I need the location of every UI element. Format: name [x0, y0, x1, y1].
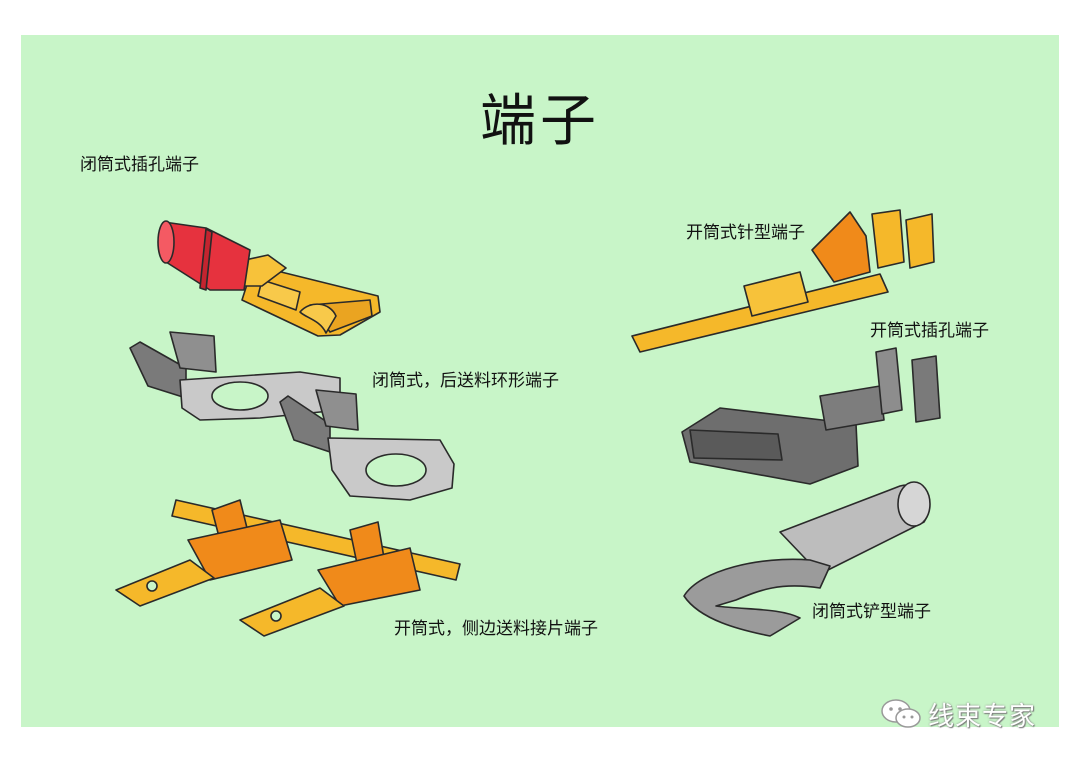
tab-terminal-strip	[115, 499, 461, 637]
closed-barrel-receptacle-terminal-right	[681, 347, 941, 485]
open-barrel-pin-terminal	[631, 209, 935, 353]
watermark-text: 线束专家	[928, 701, 1037, 732]
ring-terminal-strip	[129, 331, 455, 501]
closed-barrel-spade-terminal	[683, 481, 931, 637]
closed-barrel-receptacle-terminal-left	[157, 220, 381, 337]
label-open-barrel-pin: 开筒式针型端子	[686, 223, 805, 243]
label-open-barrel-tab: 开筒式，侧边送料接片端子	[394, 619, 598, 639]
label-closed-barrel-ring: 闭筒式，后送料环形端子	[372, 371, 559, 391]
wechat-icon	[881, 699, 921, 728]
page-title: 端子	[480, 89, 600, 154]
label-closed-barrel-receptacle-right: 开筒式插孔端子	[870, 321, 989, 341]
label-closed-barrel-receptacle-left: 闭筒式插孔端子	[80, 155, 199, 175]
label-closed-barrel-spade: 闭筒式铲型端子	[812, 602, 931, 622]
watermark: 线束专家	[880, 693, 1036, 735]
